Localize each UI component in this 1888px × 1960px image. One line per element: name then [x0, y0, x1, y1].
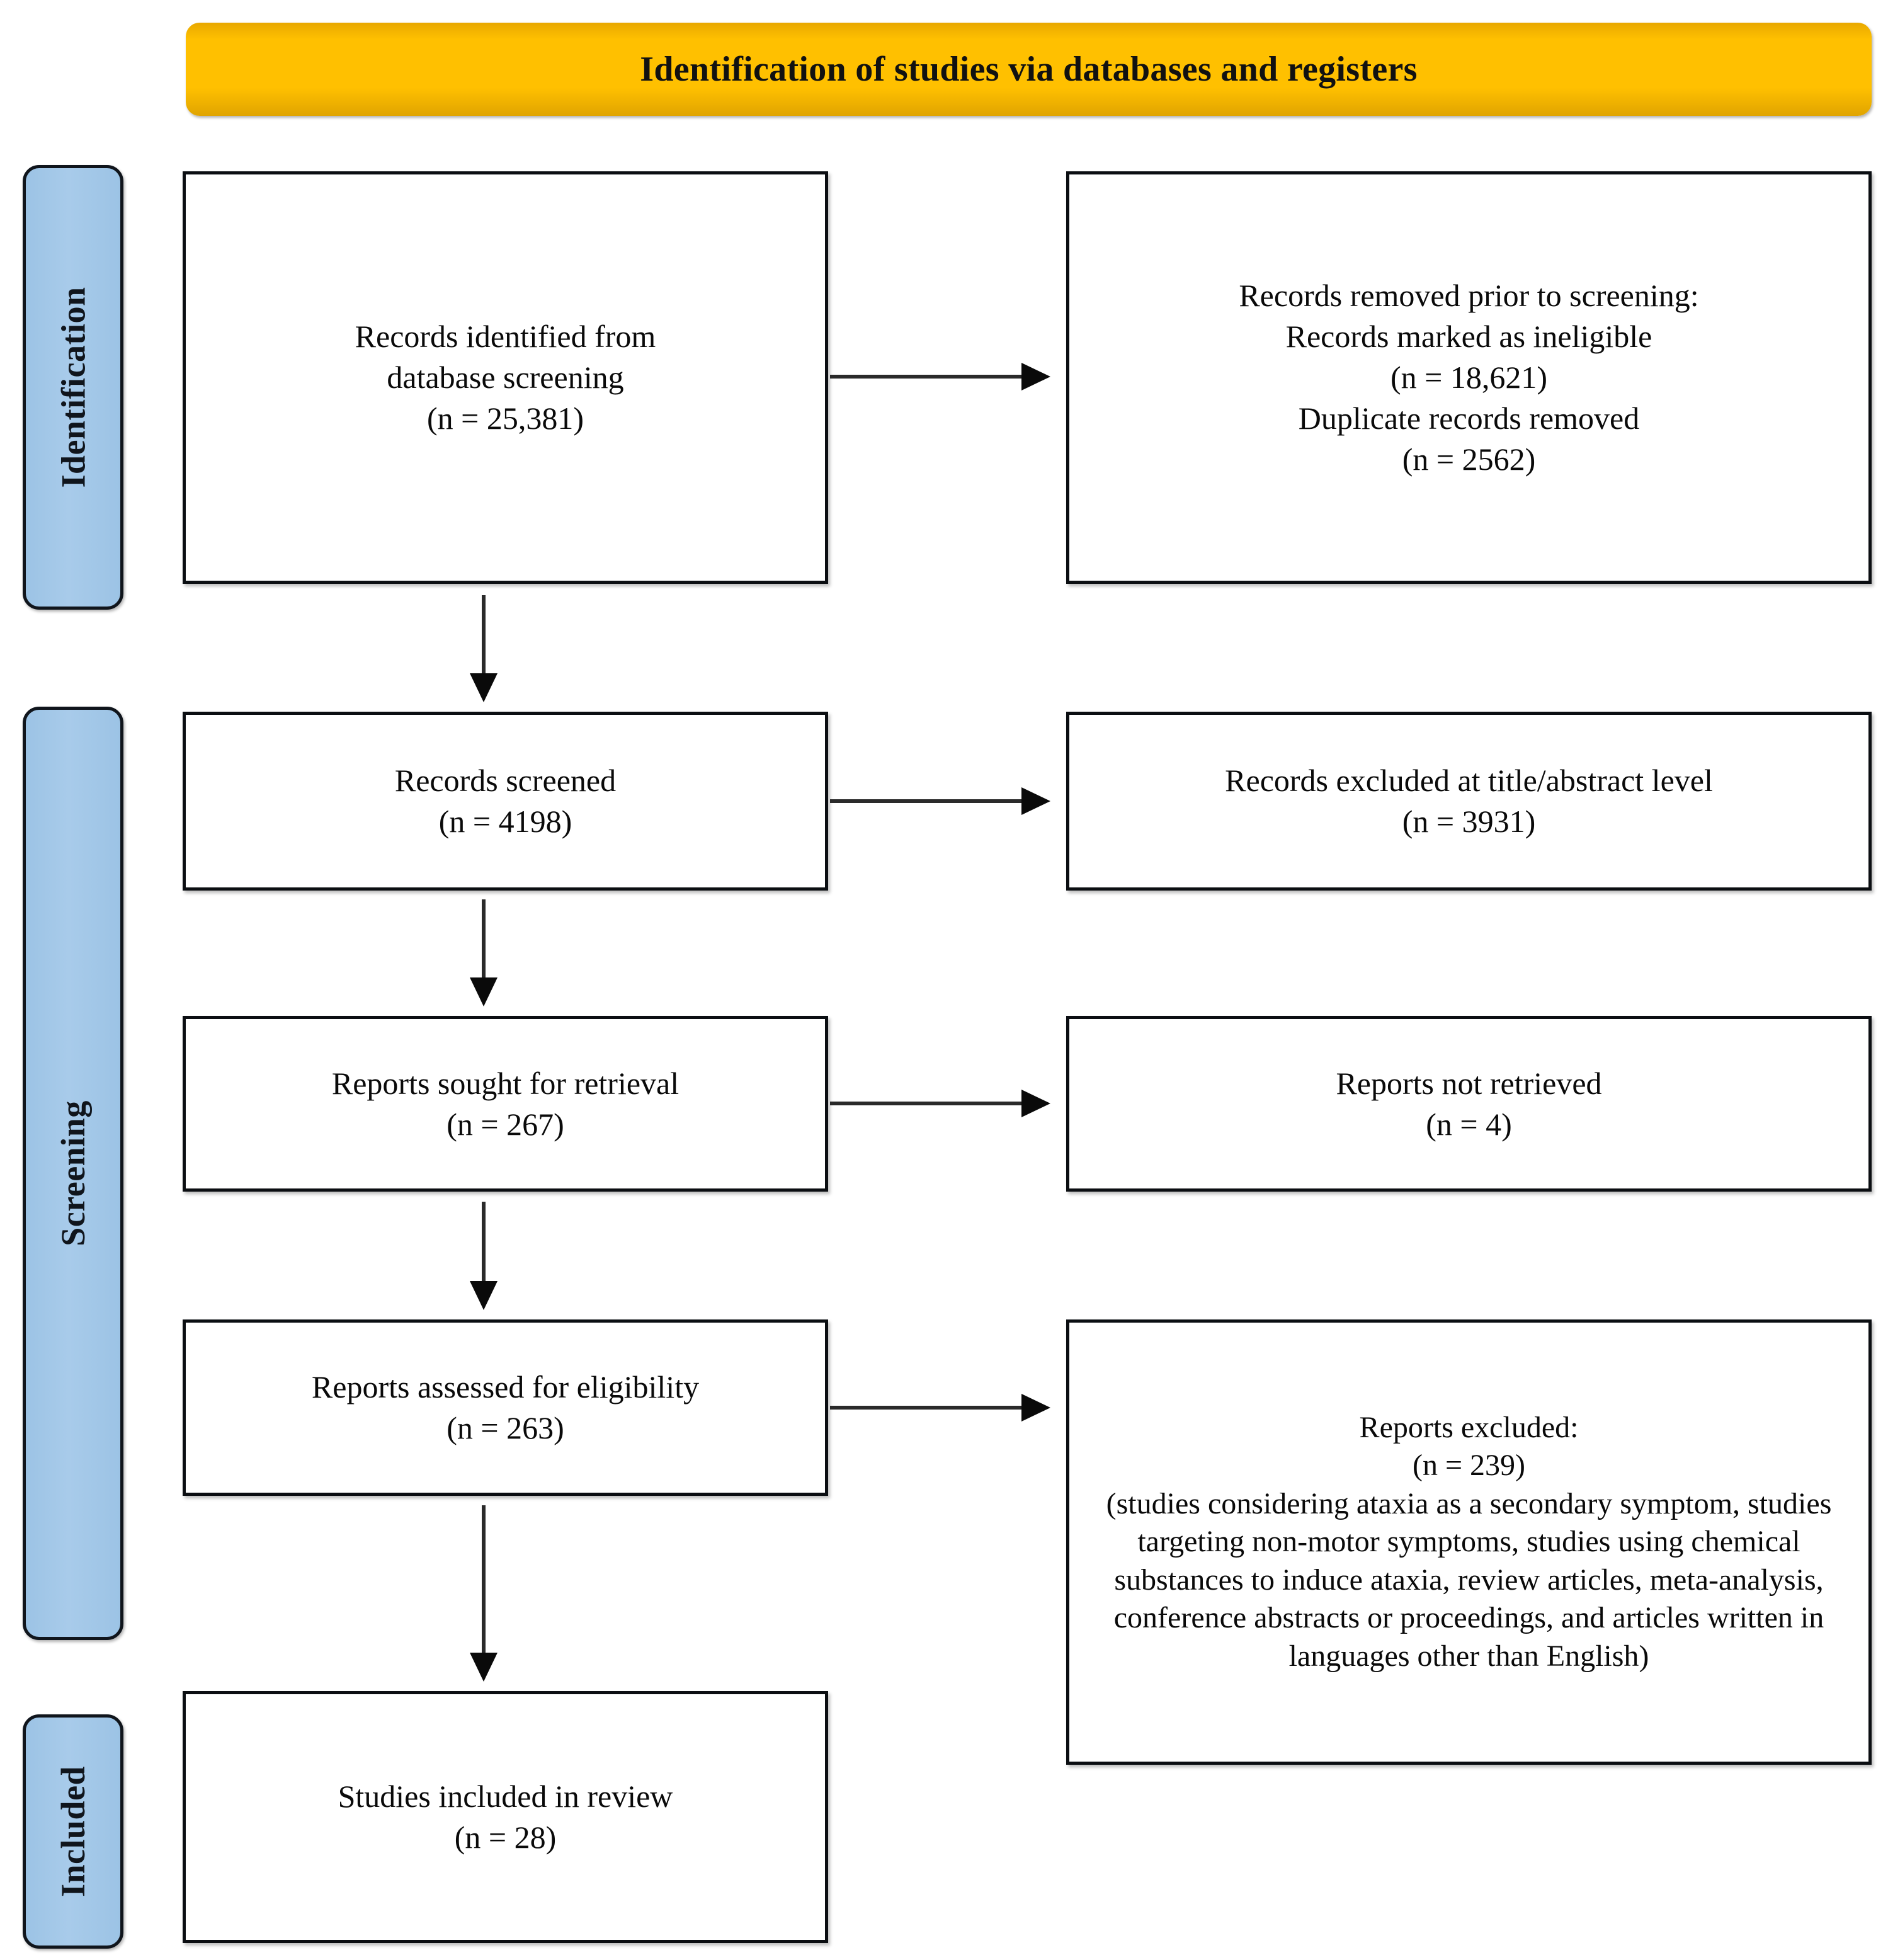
- arrow-sought-to-not-retrieved: [830, 1085, 1050, 1122]
- text-detail: (studies considering ataxia as a seconda…: [1106, 1486, 1832, 1673]
- stage-label-screening: Screening: [23, 707, 123, 1640]
- box-records-screened-text: Records screened (n = 4198): [395, 760, 616, 842]
- text-heading: Reports excluded:: [1359, 1410, 1579, 1444]
- text-line: Duplicate records removed: [1298, 401, 1640, 436]
- arrow-identified-to-removed: [830, 358, 1050, 396]
- text-line: (n = 3931): [1402, 804, 1536, 839]
- arrow-head-icon: [1021, 363, 1050, 390]
- diagram-title: Identification of studies via databases …: [640, 50, 1418, 89]
- arrow-screened-to-excluded: [830, 782, 1050, 820]
- box-records-screened: Records screened (n = 4198): [183, 712, 828, 891]
- text-line: (n = 18,621): [1390, 360, 1547, 395]
- text-line: Records identified from: [355, 319, 656, 354]
- arrow-head-icon: [1021, 787, 1050, 815]
- box-records-excluded-title-abstract-text: Records excluded at title/abstract level…: [1225, 760, 1713, 842]
- arrow-head-icon: [470, 977, 498, 1006]
- box-studies-included: Studies included in review (n = 28): [183, 1691, 828, 1943]
- stage-label-included-text: Included: [54, 1765, 92, 1898]
- arrow-shaft: [830, 1102, 1021, 1105]
- arrow-shaft: [482, 595, 486, 673]
- text-line: Reports assessed for eligibility: [311, 1369, 700, 1404]
- box-records-removed: Records removed prior to screening: Reco…: [1066, 171, 1872, 584]
- arrow-head-icon: [1021, 1394, 1050, 1422]
- box-studies-included-text: Studies included in review (n = 28): [338, 1776, 673, 1858]
- stage-label-included: Included: [23, 1714, 123, 1949]
- arrow-head-icon: [470, 673, 498, 702]
- arrow-head-icon: [1021, 1090, 1050, 1117]
- arrow-shaft: [830, 799, 1021, 803]
- arrow-shaft: [482, 899, 486, 977]
- arrow-sought-to-assessed: [465, 1202, 503, 1310]
- box-reports-excluded: Reports excluded: (n = 239) (studies con…: [1066, 1319, 1872, 1765]
- text-line: (n = 263): [446, 1410, 564, 1445]
- text-line: (n = 28): [454, 1820, 557, 1855]
- text-line: Reports not retrieved: [1336, 1065, 1602, 1101]
- stage-label-identification-text: Identification: [54, 287, 93, 488]
- arrow-head-icon: [470, 1653, 498, 1682]
- text-line: database screening: [387, 360, 624, 395]
- text-line: Studies included in review: [338, 1779, 673, 1814]
- stage-label-identification: Identification: [23, 165, 123, 610]
- text-line: (n = 25,381): [426, 401, 584, 436]
- box-reports-sought-text: Reports sought for retrieval (n = 267): [332, 1063, 679, 1145]
- box-reports-assessed: Reports assessed for eligibility (n = 26…: [183, 1319, 828, 1496]
- diagram-header-banner: Identification of studies via databases …: [186, 23, 1872, 116]
- box-reports-assessed-text: Reports assessed for eligibility (n = 26…: [312, 1367, 699, 1449]
- text-line: (n = 267): [446, 1106, 564, 1142]
- arrow-shaft: [830, 1406, 1021, 1410]
- box-records-excluded-title-abstract: Records excluded at title/abstract level…: [1066, 712, 1872, 891]
- text-line: Records marked as ineligible: [1285, 319, 1652, 354]
- box-records-identified: Records identified from database screeni…: [183, 171, 828, 584]
- text-line: Records removed prior to screening:: [1239, 278, 1699, 313]
- box-reports-not-retrieved: Reports not retrieved (n = 4): [1066, 1016, 1872, 1192]
- text-line: Records screened: [394, 763, 617, 798]
- box-records-identified-text: Records identified from database screeni…: [355, 316, 656, 439]
- arrow-assessed-to-included: [465, 1505, 503, 1682]
- text-line: (n = 2562): [1402, 442, 1536, 477]
- stage-label-screening-text: Screening: [54, 1100, 92, 1246]
- box-records-removed-text: Records removed prior to screening: Reco…: [1239, 275, 1698, 480]
- arrow-shaft: [482, 1505, 486, 1653]
- arrow-identified-to-screened: [465, 595, 503, 702]
- text-line: (n = 4198): [438, 804, 572, 839]
- arrow-shaft: [830, 375, 1021, 379]
- box-reports-not-retrieved-text: Reports not retrieved (n = 4): [1336, 1063, 1601, 1145]
- arrow-screened-to-sought: [465, 899, 503, 1006]
- arrow-shaft: [482, 1202, 486, 1281]
- box-reports-sought: Reports sought for retrieval (n = 267): [183, 1016, 828, 1192]
- box-reports-excluded-text: Reports excluded: (n = 239) (studies con…: [1086, 1409, 1852, 1675]
- text-line: Records excluded at title/abstract level: [1225, 763, 1713, 798]
- arrow-head-icon: [470, 1281, 498, 1310]
- text-count: (n = 239): [1412, 1449, 1526, 1483]
- text-line: (n = 4): [1426, 1106, 1512, 1142]
- text-line: Reports sought for retrieval: [331, 1065, 680, 1101]
- arrow-assessed-to-excluded: [830, 1389, 1050, 1427]
